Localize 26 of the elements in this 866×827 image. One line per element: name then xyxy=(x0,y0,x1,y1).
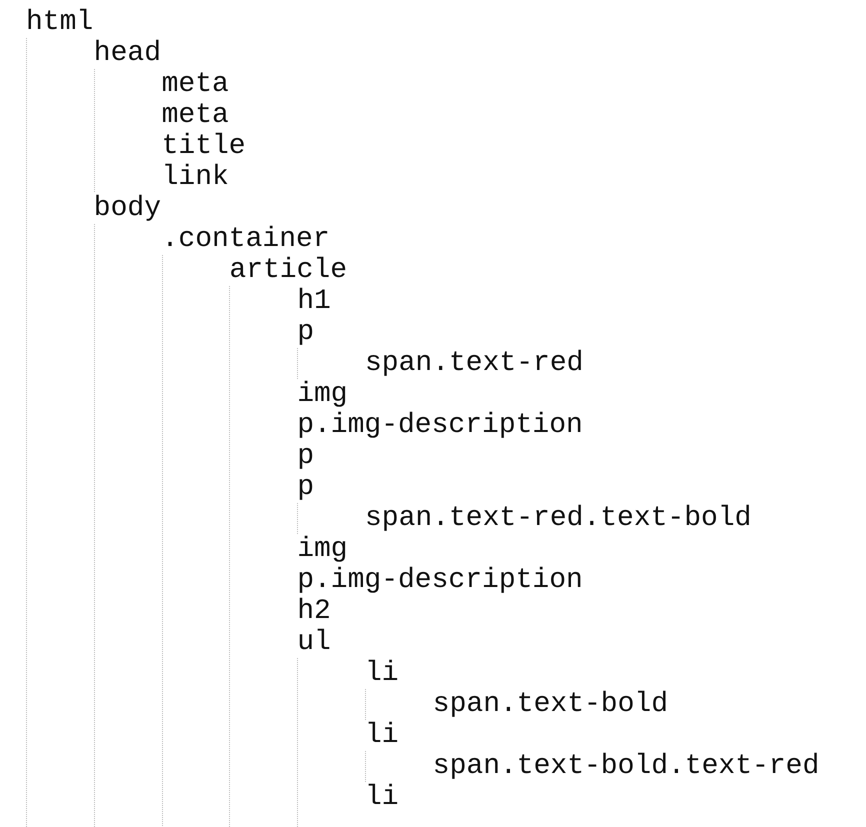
tag-label: span.text-red.text-bold xyxy=(364,503,752,534)
tag-label: p xyxy=(297,472,314,503)
tag-label: span.text-bold xyxy=(432,689,668,720)
tag-label: title xyxy=(162,131,246,162)
tag-label: p.img-description xyxy=(297,410,583,441)
tag-label: li xyxy=(364,658,399,689)
tag-label: html xyxy=(26,7,94,38)
tag-label: img xyxy=(297,379,348,410)
tag-label: span.text-bold.text-red xyxy=(432,751,820,782)
tag-label: p xyxy=(297,317,314,348)
tag-label: head xyxy=(94,38,162,69)
tag-label: img xyxy=(297,534,348,565)
tag-label: li xyxy=(364,782,399,813)
tag-label: ul xyxy=(297,627,331,658)
tag-label: meta xyxy=(162,69,229,100)
tag-label: h2 xyxy=(297,596,331,627)
tag-label: li xyxy=(364,720,399,751)
tag-label: link xyxy=(162,162,229,193)
tag-label: p xyxy=(297,441,314,472)
tag-label: body xyxy=(94,193,162,224)
tag-label: p.img-description xyxy=(297,565,583,596)
tag-label: article xyxy=(229,255,348,286)
tag-label: span.text-red xyxy=(364,348,584,379)
tag-label: .container xyxy=(162,224,330,255)
tag-label: h1 xyxy=(297,286,331,317)
tag-label: meta xyxy=(162,100,229,131)
